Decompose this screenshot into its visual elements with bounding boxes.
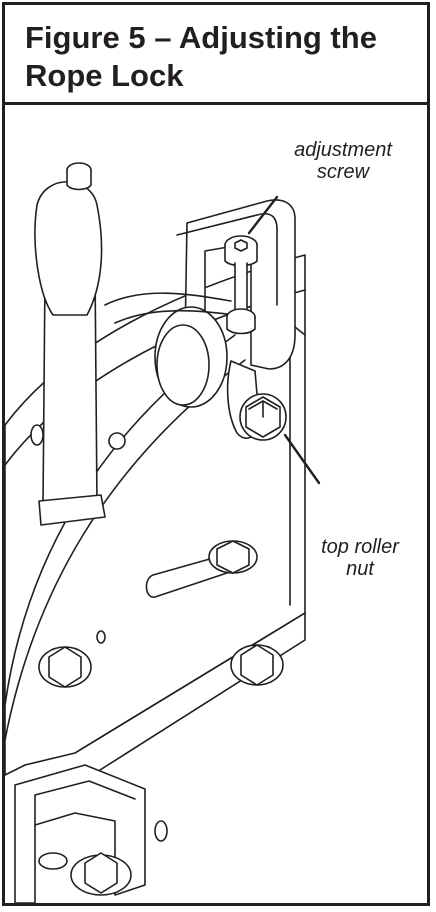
bottom-clamp-inner	[34, 780, 136, 826]
mid-bolt-head	[216, 540, 250, 574]
rope-curve	[104, 292, 236, 324]
lever-grip	[34, 181, 103, 316]
adjust-leader	[247, 195, 279, 235]
screw-socket	[234, 239, 248, 252]
roller-drum-face	[156, 324, 210, 406]
bottom-bolt	[84, 852, 118, 894]
title-box: Figure 5 – Adjusting the Rope Lock	[5, 5, 427, 105]
clamp-rod	[38, 852, 68, 870]
bottom-clamp	[14, 764, 146, 903]
plate-hole	[108, 432, 126, 450]
adjustment-screw-label: adjustment screw	[294, 139, 392, 183]
top-roller-nut-label: top roller nut	[321, 536, 399, 580]
screw-nut-side	[226, 316, 256, 335]
bracket-inner	[176, 213, 278, 306]
roller-leader	[283, 433, 321, 485]
lever-knob-side	[66, 169, 92, 191]
rope-lock-drawing	[5, 162, 321, 903]
lower-right-bolt	[240, 644, 274, 686]
screw-shaft	[234, 262, 248, 312]
plate-hole-small	[96, 630, 106, 644]
figure-title: Figure 5 – Adjusting the Rope Lock	[25, 20, 377, 93]
clamp-pin	[154, 820, 168, 842]
lower-left-bolt	[48, 646, 82, 688]
figure-frame: Figure 5 – Adjusting the Rope Lock adjus…	[2, 2, 430, 906]
plate-hole	[30, 424, 44, 446]
plate-bottom-edge	[74, 612, 306, 771]
top-roller-nut-face	[248, 400, 278, 418]
lever-base	[38, 494, 106, 526]
